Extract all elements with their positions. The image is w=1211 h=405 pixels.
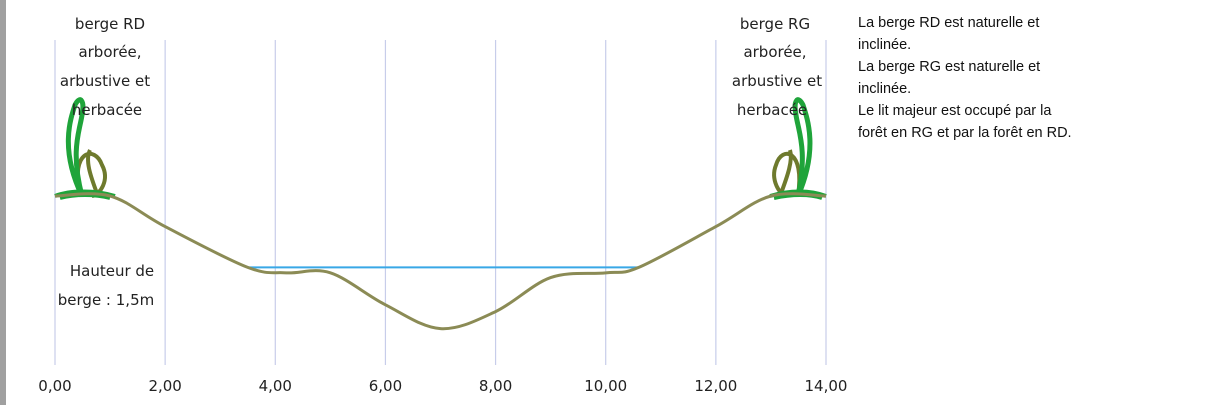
description-line-6: forêt en RG et par la forêt en RD. — [858, 125, 1072, 141]
height-line-2: berge : 1,5m — [58, 291, 154, 309]
bank-left-line-2: arborée, — [78, 43, 141, 61]
bank-right-line-4: herbacée — [737, 101, 807, 119]
height-line-1: Hauteur de — [70, 262, 154, 280]
bank-left-line-3: arbustive et — [60, 72, 150, 90]
bank-left-line-4: herbacée — [72, 101, 142, 119]
tree-right-green — [792, 97, 813, 197]
bank-right-line-1: berge RG — [740, 15, 810, 33]
ground-profile — [54, 192, 827, 331]
x-tick-label: 6,00 — [369, 377, 402, 395]
x-tick-label: 12,00 — [694, 377, 737, 395]
x-tick-label: 8,00 — [479, 377, 512, 395]
x-tick-label: 14,00 — [805, 377, 848, 395]
bank-right-line-2: arborée, — [743, 43, 806, 61]
bank-right-line-3: arbustive et — [732, 72, 822, 90]
description-line-2: inclinée. — [858, 37, 912, 53]
tree-right-olive — [772, 149, 802, 198]
bank-right-label: berge RG arborée, arbustive et herbacée — [732, 15, 822, 119]
description-line-3: La berge RG est naturelle et — [858, 59, 1041, 75]
x-tick-label: 10,00 — [584, 377, 627, 395]
height-label: Hauteur de berge : 1,5m — [58, 262, 154, 309]
description-line-1: La berge RD est naturelle et — [858, 15, 1040, 31]
x-tick-label: 0,00 — [38, 377, 71, 395]
bank-left-label: berge RD arborée, arbustive et herbacée — [60, 15, 150, 119]
frame-left-border — [0, 0, 6, 405]
description-panel: La berge RD est naturelle et inclinée. L… — [858, 12, 1198, 144]
vertical-gridlines — [54, 40, 827, 365]
tree-left-green — [65, 97, 86, 198]
description-line-5: Le lit majeur est occupé par la — [858, 103, 1052, 119]
x-axis-ticks: 0,00 2,00 4,00 6,00 8,00 10,00 12,00 14,00 — [38, 377, 847, 395]
x-tick-label: 2,00 — [148, 377, 181, 395]
cross-section-chart: berge RD arborée, arbustive et herbacée … — [38, 15, 847, 395]
x-tick-label: 4,00 — [259, 377, 292, 395]
description-line-4: inclinée. — [858, 81, 912, 97]
bank-left-line-1: berge RD — [75, 15, 145, 33]
